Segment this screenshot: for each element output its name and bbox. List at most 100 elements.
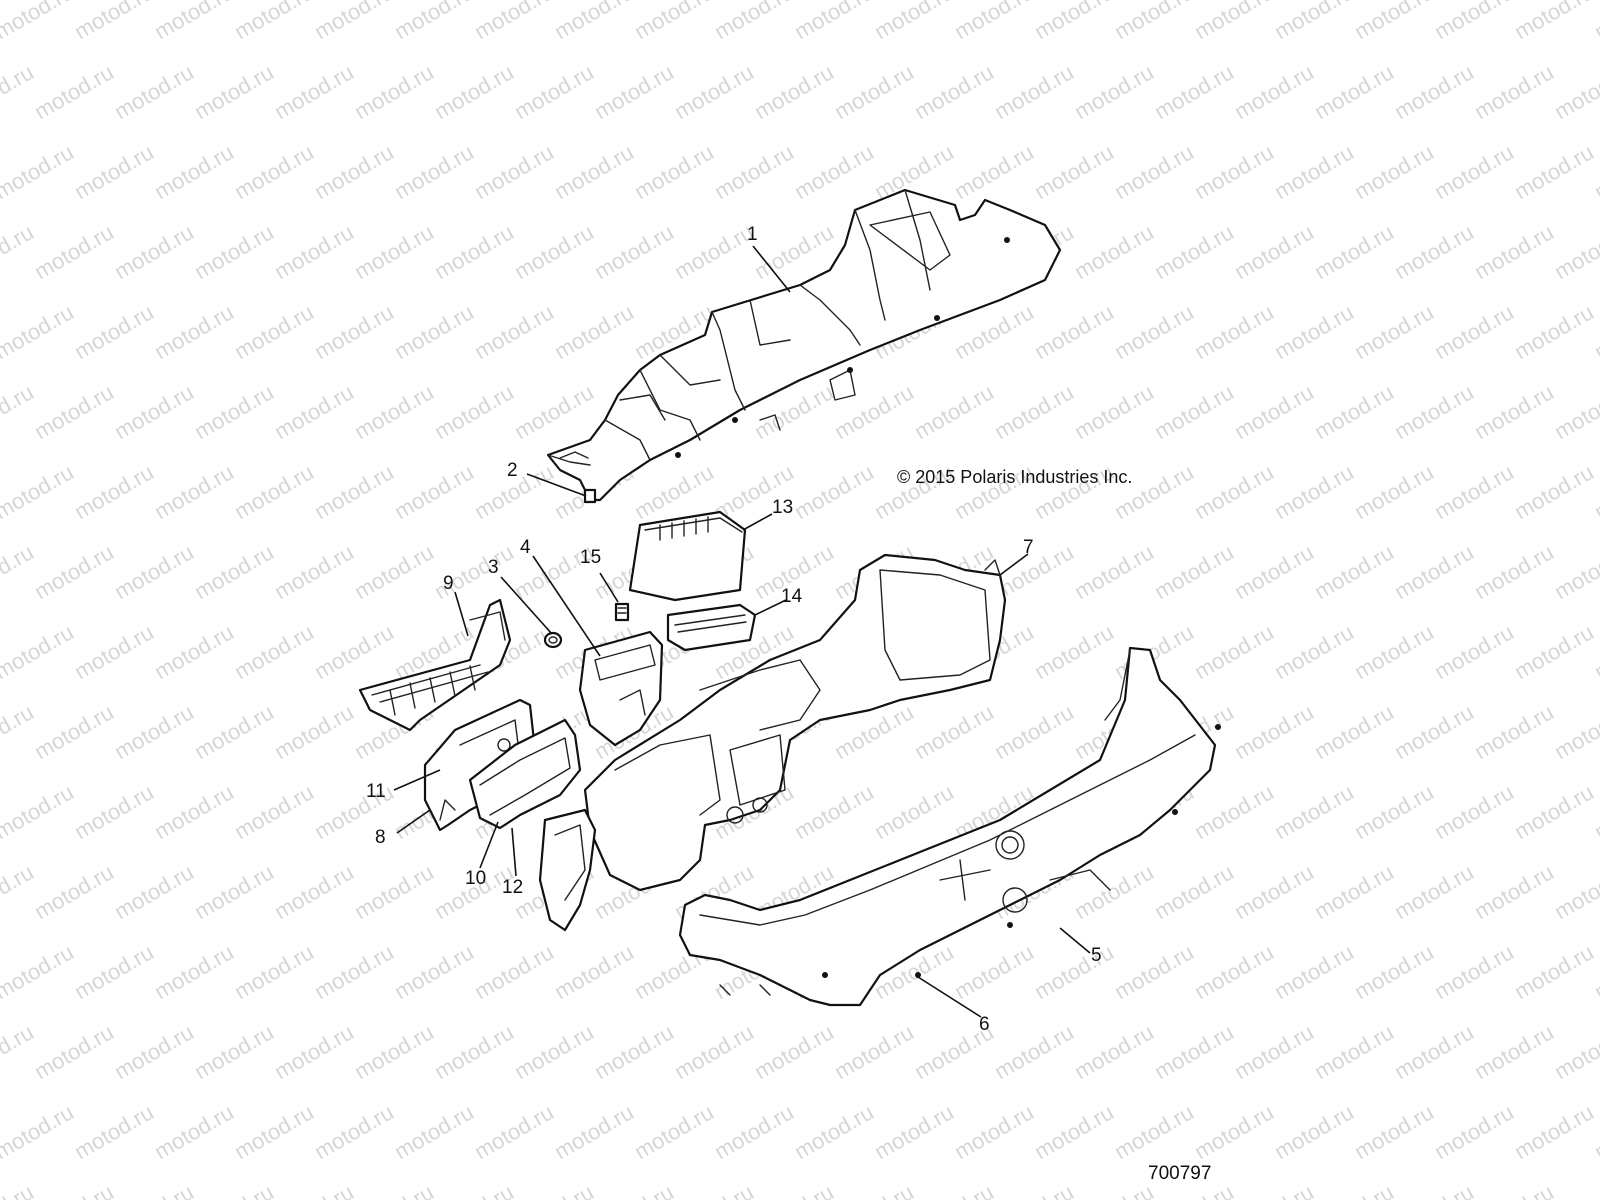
watermark-text: motod.ru	[1430, 1099, 1518, 1164]
watermark-text: motod.ru	[1110, 299, 1198, 364]
watermark-text: motod.ru	[350, 859, 438, 924]
watermark-text: motod.ru	[1350, 299, 1438, 364]
watermark-text: motod.ru	[70, 299, 158, 364]
leader-6	[917, 976, 982, 1018]
watermark-text: motod.ru	[990, 59, 1078, 124]
watermark-text: motod.ru	[590, 1019, 678, 1084]
watermark-text: motod.ru	[1590, 939, 1600, 1004]
watermark-text: motod.ru	[270, 1179, 358, 1200]
watermark-text: motod.ru	[310, 299, 398, 364]
watermark-text: motod.ru	[790, 779, 878, 844]
callout-3: 3	[488, 557, 499, 578]
watermark-text: motod.ru	[190, 1179, 278, 1200]
watermark-text: motod.ru	[1590, 139, 1600, 204]
leader-8	[396, 809, 431, 834]
watermark-text: motod.ru	[550, 939, 638, 1004]
watermark-text: motod.ru	[1110, 0, 1198, 44]
watermark-text: motod.ru	[990, 699, 1078, 764]
watermark-text: motod.ru	[0, 219, 38, 284]
watermark-text: motod.ru	[1310, 1019, 1398, 1084]
watermark-text: motod.ru	[1470, 859, 1558, 924]
watermark-text: motod.ru	[0, 0, 78, 44]
watermark-text: motod.ru	[550, 0, 638, 44]
watermark-text: motod.ru	[1350, 459, 1438, 524]
watermark-text: motod.ru	[1070, 59, 1158, 124]
watermark-text: motod.ru	[350, 1179, 438, 1200]
watermark-text: motod.ru	[110, 59, 198, 124]
watermark-text: motod.ru	[1070, 1019, 1158, 1084]
watermark-text: motod.ru	[1430, 939, 1518, 1004]
copyright-notice: © 2015 Polaris Industries Inc.	[897, 467, 1132, 487]
watermark-text: motod.ru	[1190, 619, 1278, 684]
part-5-firewall-panel	[678, 646, 1221, 1007]
callout-12: 12	[502, 877, 523, 898]
callout-7: 7	[1023, 537, 1034, 558]
watermark-text: motod.ru	[1310, 219, 1398, 284]
watermark-text: motod.ru	[1230, 859, 1318, 924]
watermark-text: motod.ru	[1310, 59, 1398, 124]
watermark-text: motod.ru	[1150, 539, 1238, 604]
watermark-text: motod.ru	[790, 459, 878, 524]
watermark-text: motod.ru	[310, 459, 398, 524]
watermark-text: motod.ru	[430, 219, 518, 284]
callout-4: 4	[520, 537, 531, 558]
watermark-text: motod.ru	[70, 0, 158, 44]
watermark-text: motod.ru	[1390, 379, 1478, 444]
part-3-grommet	[543, 631, 563, 649]
watermark-text: motod.ru	[1590, 619, 1600, 684]
watermark-text: motod.ru	[430, 379, 518, 444]
watermark-text: motod.ru	[0, 299, 78, 364]
watermark-text: motod.ru	[30, 59, 118, 124]
watermark-text: motod.ru	[1390, 699, 1478, 764]
watermark-text: motod.ru	[0, 859, 38, 924]
watermark-text: motod.ru	[1470, 1179, 1558, 1200]
watermark-text: motod.ru	[1230, 1019, 1318, 1084]
watermark-text: motod.ru	[990, 379, 1078, 444]
leader-14	[754, 599, 787, 616]
watermark-text: motod.ru	[1270, 1099, 1358, 1164]
watermark-text: motod.ru	[910, 59, 998, 124]
watermark-text: motod.ru	[70, 939, 158, 1004]
watermark-text: motod.ru	[750, 1179, 838, 1200]
watermark-text: motod.ru	[1350, 0, 1438, 44]
watermark-text: motod.ru	[1070, 859, 1158, 924]
watermark-text: motod.ru	[1110, 139, 1198, 204]
watermark-text: motod.ru	[1550, 1019, 1600, 1084]
watermark-text: motod.ru	[1350, 619, 1438, 684]
watermark-text: motod.ru	[1510, 459, 1598, 524]
watermark-text: motod.ru	[470, 139, 558, 204]
watermark-text: motod.ru	[630, 139, 718, 204]
leader-4	[532, 555, 601, 657]
watermark-text: motod.ru	[1350, 939, 1438, 1004]
watermark-text: motod.ru	[110, 219, 198, 284]
watermark-text: motod.ru	[350, 59, 438, 124]
watermark-text: motod.ru	[30, 1019, 118, 1084]
watermark-text: motod.ru	[1430, 459, 1518, 524]
leader-10	[479, 821, 499, 869]
watermark-text: motod.ru	[1550, 379, 1600, 444]
watermark-text: motod.ru	[710, 139, 798, 204]
watermark-text: motod.ru	[150, 459, 238, 524]
watermark-text: motod.ru	[750, 59, 838, 124]
watermark-text: motod.ru	[1390, 1019, 1478, 1084]
watermark-text: motod.ru	[830, 1179, 918, 1200]
leader-12	[511, 827, 517, 877]
watermark-text: motod.ru	[310, 139, 398, 204]
leader-lines	[393, 245, 1091, 1018]
watermark-text: motod.ru	[1190, 1099, 1278, 1164]
watermark-text: motod.ru	[1470, 379, 1558, 444]
watermark-text: motod.ru	[1150, 859, 1238, 924]
watermark-text: motod.ru	[1310, 699, 1398, 764]
watermark-text: motod.ru	[0, 59, 38, 124]
watermark-text: motod.ru	[990, 1179, 1078, 1200]
watermark-text: motod.ru	[230, 1099, 318, 1164]
watermark-text: motod.ru	[1310, 1179, 1398, 1200]
watermark-text: motod.ru	[1510, 1099, 1598, 1164]
watermark-text: motod.ru	[30, 219, 118, 284]
watermark-text: motod.ru	[1110, 1099, 1198, 1164]
watermark-text: motod.ru	[1470, 539, 1558, 604]
watermark-text: motod.ru	[1590, 779, 1600, 844]
watermark-text: motod.ru	[470, 939, 558, 1004]
watermark-text: motod.ru	[1430, 299, 1518, 364]
